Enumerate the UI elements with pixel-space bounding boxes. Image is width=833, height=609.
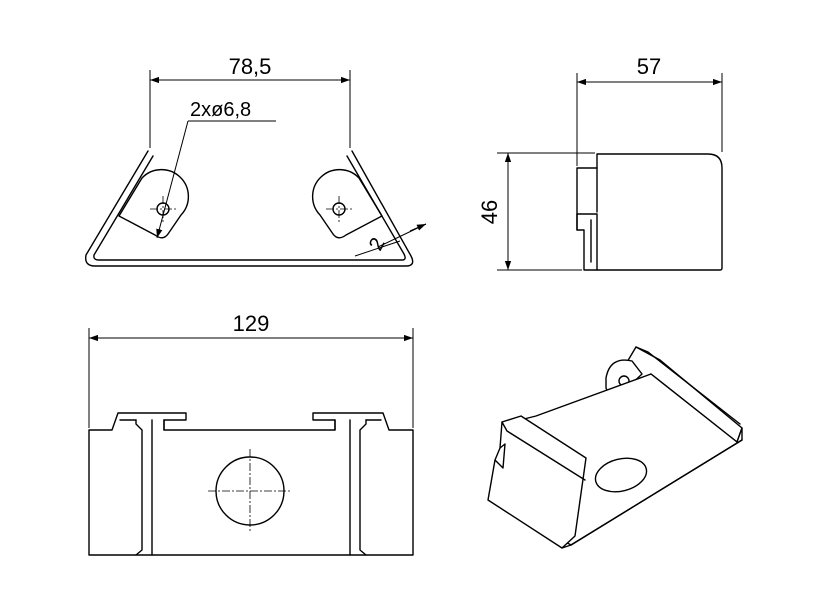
front-view: 78,5 2xø6,8 2 — [85, 54, 427, 267]
dim-side-depth-label: 57 — [637, 54, 661, 79]
front-view-outline — [85, 150, 414, 267]
dimension-bottom-length: 129 — [88, 311, 414, 428]
dim-bottom-length-label: 129 — [233, 311, 270, 336]
side-view: 57 46 — [477, 54, 723, 271]
isometric-view — [487, 346, 743, 549]
dimension-hole-spec: 2xø6,8 — [156, 99, 276, 239]
dimension-front-width: 78,5 — [149, 54, 351, 148]
dimension-side-height: 46 — [477, 152, 595, 271]
bottom-view-outline — [88, 412, 414, 556]
dim-hole-spec-label: 2xø6,8 — [190, 99, 251, 121]
dimension-thickness: 2 — [354, 223, 427, 257]
side-view-outline — [576, 153, 723, 271]
dim-side-height-label: 46 — [477, 200, 502, 224]
bottom-view: 129 — [88, 311, 414, 556]
dimension-side-depth: 57 — [576, 54, 723, 166]
dim-front-width-label: 78,5 — [229, 54, 272, 79]
hole-centerlines — [150, 196, 352, 222]
